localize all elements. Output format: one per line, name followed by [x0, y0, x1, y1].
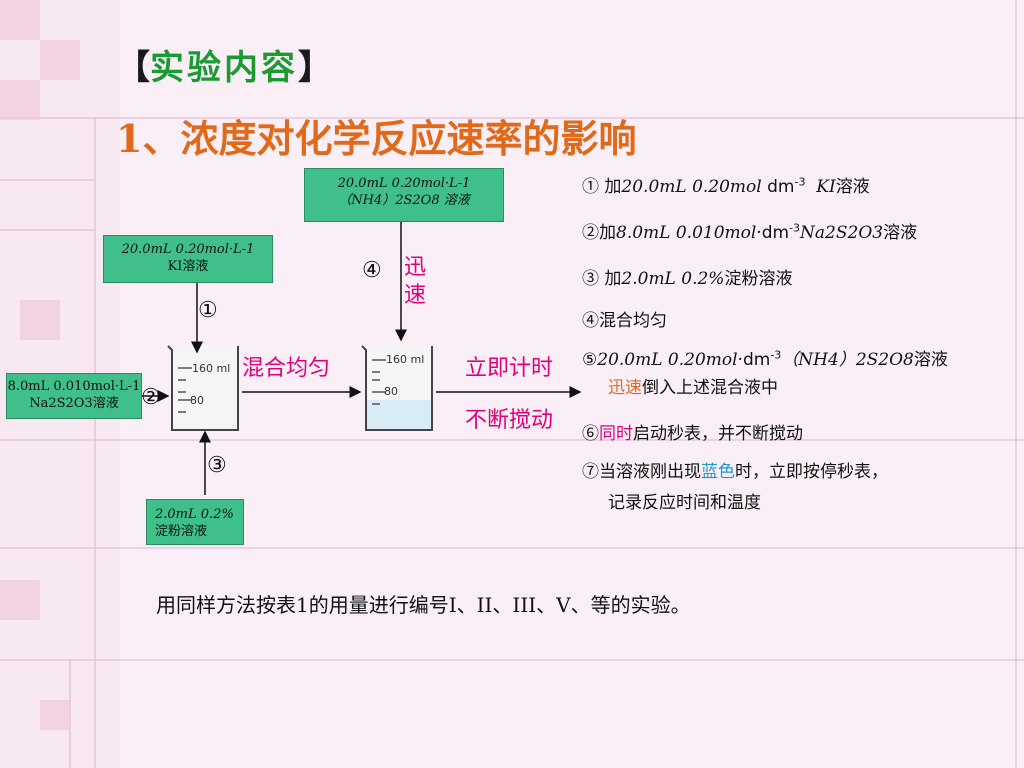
- step-3: ③ 加2.0mL 0.2%淀粉溶液: [582, 269, 793, 289]
- marker-4: ④: [362, 258, 382, 283]
- reagent-box-thiosulfate-line1: 8.0mL 0.010mol·L-1: [7, 379, 141, 394]
- section-title: 【实验内容】: [116, 48, 332, 88]
- label-fast: 迅 速: [404, 254, 430, 310]
- reagent-box-thiosulfate: 8.0mL 0.010mol·L-1 Na2S2O3溶液: [6, 373, 142, 419]
- reagent-box-persulfate-line2: （NH4）2S2O8 溶液: [338, 193, 470, 208]
- reagent-box-ki-line2: KI溶液: [167, 259, 209, 274]
- reagent-box-starch: 2.0mL 0.2% 淀粉溶液: [146, 499, 244, 545]
- bottom-note: 用同样方法按表1的用量进行编号I、II、III、V、等的实验。: [156, 593, 691, 617]
- label-fast-char2: 速: [404, 283, 427, 308]
- step-1: ① 加20.0mL 0.20mol dm-3 KI溶液: [582, 175, 870, 197]
- marker-1: ①: [198, 298, 218, 323]
- reagent-box-thiosulfate-line2: Na2S2O3溶液: [29, 396, 119, 411]
- beaker-right-mark-80: 80: [384, 385, 398, 398]
- step-5: ⑤20.0mL 0.20mol·dm-3（NH4）2S2O8溶液: [582, 348, 948, 370]
- step-6: ⑥同时启动秒表，并不断搅动: [582, 424, 803, 444]
- reagent-box-ki-line1: 20.0mL 0.20mol·L-1: [121, 242, 255, 257]
- reagent-box-persulfate: 20.0mL 0.20mol·L-1 （NH4）2S2O8 溶液: [304, 168, 504, 222]
- step-7: ⑦当溶液刚出现蓝色时，立即按停秒表，: [582, 462, 888, 482]
- beaker-left-mark-80: 80: [190, 394, 204, 407]
- page-subtitle: 1、浓度对化学反应速率的影响: [116, 116, 637, 161]
- label-stir: 不断搅动: [465, 408, 554, 433]
- marker-3: ③: [207, 453, 227, 478]
- step-2: ②加8.0mL 0.010mol·dm-3Na2S2O3溶液: [582, 221, 918, 243]
- beaker-right-mark-160: 160 ml: [386, 353, 425, 366]
- reagent-box-starch-line1: 2.0mL 0.2%: [155, 507, 234, 522]
- label-mix: 混合均匀: [242, 356, 331, 381]
- marker-2: ②: [141, 385, 161, 410]
- reagent-box-persulfate-line1: 20.0mL 0.20mol·L-1: [337, 176, 471, 191]
- label-timer: 立即计时: [465, 356, 554, 381]
- reagent-box-ki: 20.0mL 0.20mol·L-1 KI溶液: [103, 235, 273, 283]
- reagent-box-starch-line2: 淀粉溶液: [155, 524, 208, 539]
- label-fast-char1: 迅: [404, 255, 427, 280]
- beaker-left-mark-160: 160 ml: [192, 362, 231, 375]
- step-5-line2: 迅速倒入上述混合液中: [608, 378, 778, 398]
- beaker-left: [167, 345, 239, 431]
- step-7-line2: 记录反应时间和温度: [608, 493, 761, 513]
- step-4: ④混合均匀: [582, 311, 667, 331]
